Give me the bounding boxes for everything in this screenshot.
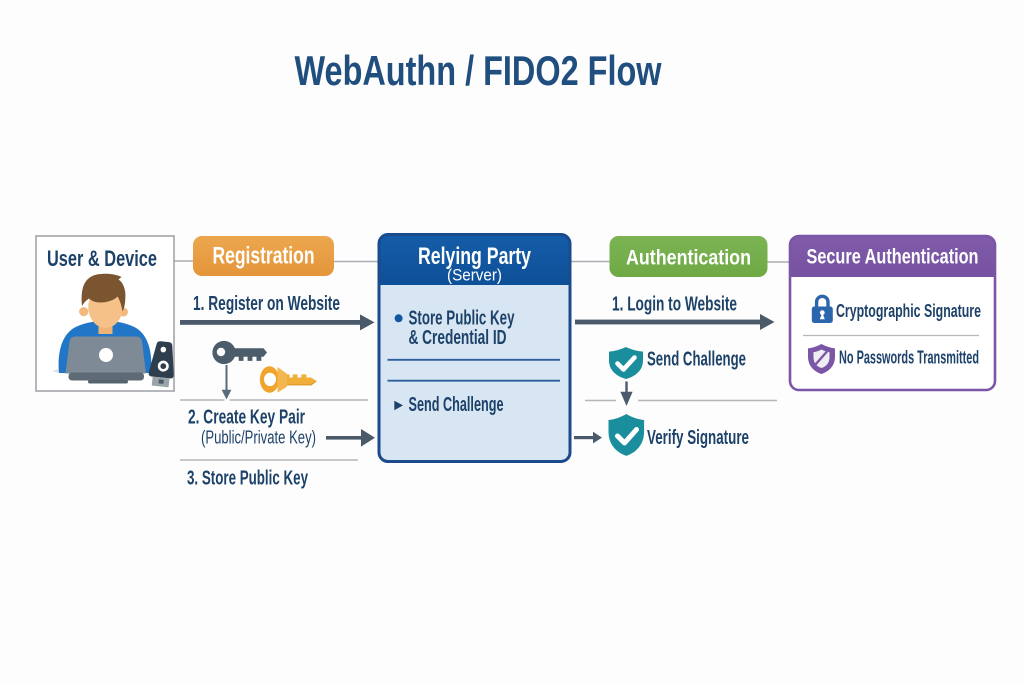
svg-text:Secure Authentication: Secure Authentication [807,246,979,269]
svg-text:2. Create Key Pair: 2. Create Key Pair [188,406,305,429]
svg-text:1. Register on Website: 1. Register on Website [193,292,340,315]
svg-text:Send Challenge: Send Challenge [409,393,504,416]
svg-text:WebAuthn / FIDO2 Flow: WebAuthn / FIDO2 Flow [295,47,662,94]
svg-text:Authentication: Authentication [626,247,751,270]
svg-text:1. Login to Website: 1. Login to Website [612,293,737,316]
svg-text:Send Challenge: Send Challenge [647,348,746,371]
svg-text:& Credential ID: & Credential ID [409,326,507,349]
svg-text:Cryptographic Signature: Cryptographic Signature [836,300,981,321]
svg-text:Verify Signature: Verify Signature [647,426,749,449]
svg-text:Relying Party: Relying Party [418,243,531,270]
svg-text:Registration: Registration [213,243,315,270]
svg-text:3. Store Public Key: 3. Store Public Key [187,467,308,490]
svg-text:No Passwords Transmitted: No Passwords Transmitted [839,347,979,368]
svg-text:User & Device: User & Device [47,246,157,271]
svg-text:(Public/Private Key): (Public/Private Key) [201,428,316,448]
svg-text:(Server): (Server) [447,267,502,285]
svg-text:Store Public Key: Store Public Key [409,307,515,330]
